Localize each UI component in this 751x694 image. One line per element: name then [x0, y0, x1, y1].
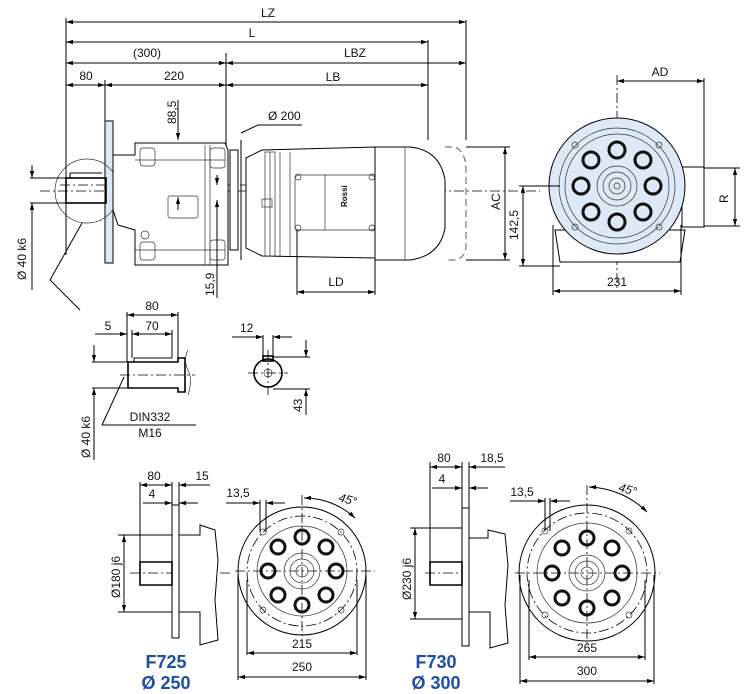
dim-lz: LZ — [261, 6, 275, 20]
dim-300: (300) — [133, 46, 161, 60]
brand-logo: Rossi — [340, 185, 349, 207]
f725-flange-plate — [171, 504, 180, 639]
f730-dim-80: 80 — [437, 451, 451, 465]
f730-dim-4: 4 — [439, 472, 446, 486]
adaptor-flange — [229, 149, 239, 251]
brake-extension-outline — [445, 146, 467, 261]
motor-body — [245, 146, 376, 259]
shaft-end-profile — [127, 357, 186, 393]
terminal-box-front — [681, 166, 705, 228]
f725-diameter: Ø 250 — [141, 673, 190, 693]
flange-f725: 80 15 4 Ø180 j6 F725 Ø 250 — [109, 469, 375, 693]
f730-dim-angle: 45° — [617, 480, 638, 498]
dim-key-width: 12 — [240, 321, 254, 335]
output-shaft — [65, 177, 107, 204]
dim-r: R — [717, 194, 731, 203]
f725-title: F725 — [145, 652, 186, 672]
dim-key-height: 43 — [291, 398, 305, 412]
motor-face — [548, 117, 686, 255]
dim-lbz: LBZ — [344, 46, 366, 60]
f725-dim-80: 80 — [147, 469, 161, 483]
f730-flange-plate — [461, 507, 470, 647]
dim-lb: LB — [326, 70, 341, 84]
dim-15-9: 15,9 — [203, 272, 217, 296]
f730-diameter: Ø 300 — [411, 673, 460, 693]
f725-dim-outer: 250 — [292, 660, 312, 674]
f725-dim-angle: 45° — [337, 490, 358, 508]
f730-title: F730 — [415, 652, 456, 672]
top-dimension-chain: LZ L (300) LBZ 80 220 LB — [65, 6, 467, 255]
f730-dim-outer: 300 — [577, 664, 597, 678]
front-bolt-bosses — [571, 140, 663, 232]
dim-231: 231 — [607, 275, 627, 289]
shaft-detail: 80 70 5 Ø 40 k6 DIN332 M16 12 43 — [79, 299, 310, 460]
f730-dim-pcd: 265 — [577, 641, 597, 655]
front-view: AD R 142,5 231 — [507, 65, 740, 295]
dim-detail-80: 80 — [145, 299, 159, 313]
dim-detail-5: 5 — [105, 319, 112, 333]
f725-dim-4: 4 — [149, 487, 156, 501]
dim-detail-70: 70 — [145, 319, 159, 333]
center-hole-thread: M16 — [138, 426, 162, 440]
gearbox-housing — [112, 142, 229, 266]
f730-dim-hole: 13,5 — [510, 485, 534, 499]
dim-ad: AD — [652, 65, 669, 79]
dim-ac-side: AC — [489, 193, 503, 210]
f725-bolt-bosses — [259, 528, 345, 614]
f725-dim-pcd: 215 — [292, 637, 312, 651]
f730-dim-thickness: 18,5 — [480, 451, 504, 465]
center-hole-standard: DIN332 — [130, 410, 171, 424]
f725-dim-hole: 13,5 — [226, 486, 250, 500]
dim-dia-200: Ø 200 — [268, 109, 301, 123]
dim-88-5: 88,5 — [165, 100, 179, 124]
nameplate — [167, 195, 199, 219]
dim-220: 220 — [164, 69, 184, 83]
f730-dim-spigot: Ø230 j6 — [400, 558, 414, 600]
dim-ld: LD — [328, 275, 344, 289]
f730-bolt-bosses — [543, 529, 631, 617]
flange-f730: 80 18,5 4 Ø230 j6 F730 Ø 300 — [400, 451, 660, 693]
f725-dim-spigot: Ø180 j6 — [109, 556, 123, 598]
fan-cover — [374, 146, 446, 261]
dim-detail-shaft-dia: Ø 40 k6 — [79, 416, 93, 458]
f725-dim-thickness: 15 — [195, 469, 209, 483]
dim-142-5: 142,5 — [507, 210, 521, 240]
dim-l: L — [249, 26, 256, 40]
dim-80: 80 — [79, 69, 93, 83]
side-view: 88,5 15,9 Ø 200 Rossi — [15, 100, 540, 311]
dim-shaft-dia-side: Ø 40 k6 — [15, 238, 29, 280]
f730-shaft — [429, 561, 463, 586]
f725-shaft — [139, 561, 173, 586]
